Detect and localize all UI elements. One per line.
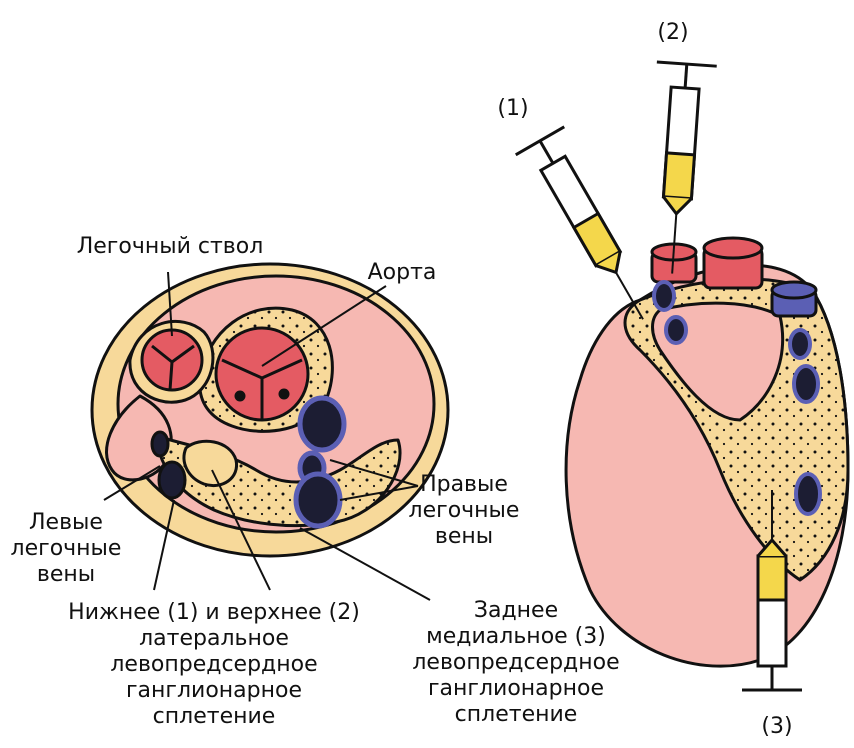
left-pulmonary-vein-lower (159, 462, 185, 498)
pulmonary-trunk-label: Легочный ствол (60, 234, 280, 260)
right-pulmonary-vein-3 (296, 474, 340, 526)
posteromedial-plexus-label: Заднее медиальное (3) левопредсердное га… (408, 598, 624, 728)
syringe-1-label: (1) (488, 96, 538, 122)
left-pulmonary-vein-upper (152, 432, 168, 456)
lateral-plexus-label: Нижнее (1) и верхнее (2) латеральное лев… (64, 600, 364, 730)
aorta-label: Аорта (352, 260, 452, 286)
right-pulmonary-vein-1 (300, 398, 344, 450)
heart-cross-section (92, 264, 448, 556)
syringe-2-label: (2) (648, 20, 698, 46)
left-pulmonary-veins-label: Левые легочные вены (8, 510, 124, 588)
syringe-3-label: (3) (752, 714, 802, 740)
right-pulmonary-veins-label: Правые легочные вены (404, 472, 524, 550)
